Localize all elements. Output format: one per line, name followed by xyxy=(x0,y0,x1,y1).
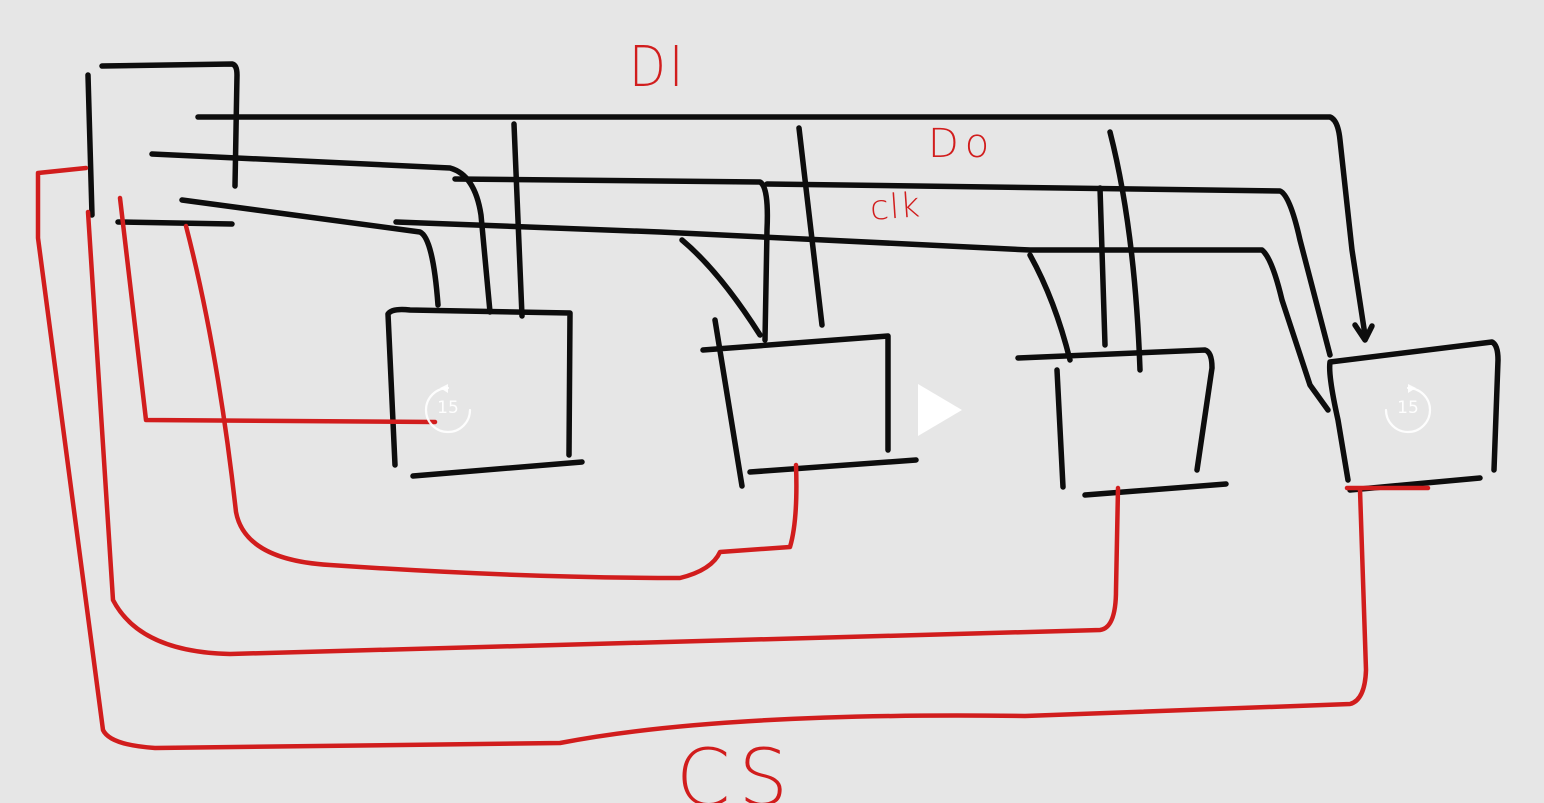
cs-label: CS xyxy=(676,734,796,803)
skip-back-15-icon xyxy=(424,384,472,434)
play-icon xyxy=(918,384,962,436)
skip-forward-15-button[interactable]: 15 xyxy=(1380,382,1436,438)
skip-forward-seconds: 15 xyxy=(1397,398,1419,418)
chip-1 xyxy=(385,306,585,479)
cs-line-1 xyxy=(117,195,438,425)
skip-back-seconds: 15 xyxy=(437,398,459,418)
cs-line-2 xyxy=(183,223,799,581)
chip-3 xyxy=(1015,347,1229,498)
do-label: Do xyxy=(928,121,996,167)
cs-line-4 xyxy=(35,165,1431,751)
clk-bus xyxy=(179,197,1331,413)
skip-back-15-button[interactable]: 15 xyxy=(420,382,476,438)
di-label: DI xyxy=(629,35,687,100)
cs-line-3 xyxy=(85,209,1121,657)
chip-2 xyxy=(700,317,919,489)
di-bus xyxy=(195,114,1375,373)
play-button[interactable] xyxy=(906,378,966,442)
clk-label: clk xyxy=(868,185,923,229)
skip-forward-15-icon xyxy=(1384,384,1432,434)
controller-block xyxy=(85,61,240,227)
do-bus xyxy=(149,151,1333,358)
